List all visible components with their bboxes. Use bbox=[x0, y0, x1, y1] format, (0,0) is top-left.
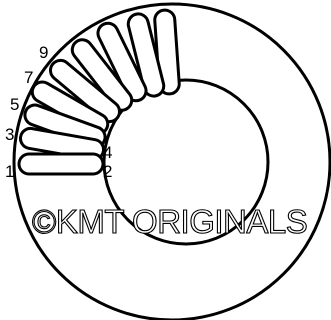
terminal-label-5: 5 bbox=[10, 95, 19, 114]
winding-turn bbox=[19, 154, 103, 174]
terminal-label-2: 2 bbox=[103, 162, 112, 181]
terminal-label-3: 3 bbox=[5, 125, 14, 144]
watermark-text: ©KMT ORIGINALS bbox=[32, 203, 307, 240]
winding-turns bbox=[19, 9, 180, 174]
terminal-label-9: 9 bbox=[39, 43, 48, 62]
terminal-label-1: 1 bbox=[5, 162, 14, 181]
terminal-label-4: 4 bbox=[103, 143, 112, 162]
terminal-label-7: 7 bbox=[24, 68, 33, 87]
